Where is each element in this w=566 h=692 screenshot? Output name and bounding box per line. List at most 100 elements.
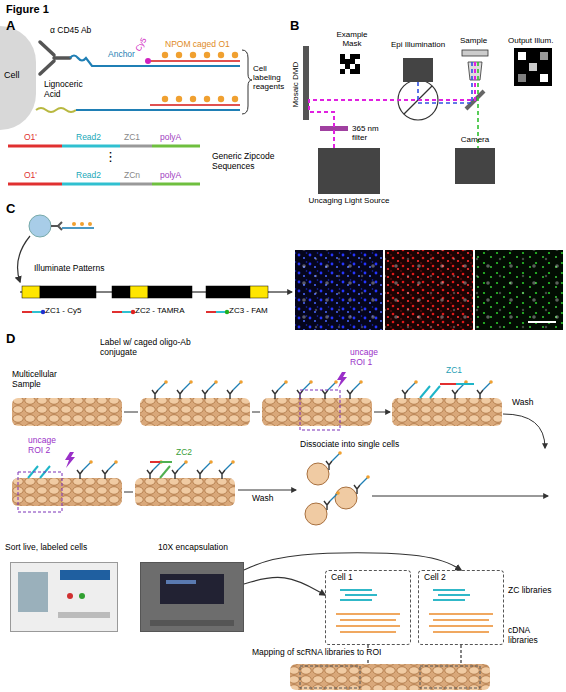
panel-a-art [232, 96, 238, 102]
panel-c-art [72, 222, 76, 226]
lamp-box: Epi Illumination [403, 58, 433, 82]
sample-label: Multicellular Sample [12, 370, 72, 390]
panel-a-art [8, 183, 62, 186]
panel-b-art [340, 54, 360, 74]
step-label: Illuminate Patterns [34, 264, 104, 274]
panel-d-art [420, 666, 480, 688]
panel-a-art [218, 52, 224, 58]
panel-a-art [40, 42, 70, 74]
panel-a-art [120, 145, 152, 148]
panel-c-art [112, 286, 130, 298]
panel-d-art [340, 631, 396, 633]
panel-c-art [18, 236, 30, 282]
panel-letter: D [6, 332, 15, 347]
panel-b-art [540, 74, 548, 82]
node-text: Cell 2 [424, 573, 446, 583]
tissue-box: Mapping of scRNA libraries to ROI [290, 664, 490, 690]
panel-a-art [204, 52, 210, 58]
part-label: 365 nm filter [352, 124, 392, 142]
panel-c-art [528, 321, 556, 323]
panel-a-art [145, 58, 151, 64]
panel-d-art [337, 372, 347, 388]
panel-c-art [130, 286, 148, 298]
antibody-label: α CD45 Ab [50, 26, 91, 36]
panel-b-art [540, 52, 548, 60]
part-label: Sample [460, 36, 487, 45]
panel-c-art [385, 250, 473, 330]
node-text: 10X encapsulation [141, 543, 245, 553]
panel-d-art [150, 461, 160, 463]
panel-d-art [166, 580, 196, 584]
flow-connector [244, 577, 325, 595]
panel-c-art [51, 222, 62, 230]
panel-d-art [336, 614, 400, 632]
panel-d-art [58, 612, 110, 618]
panel-d-art [10, 372, 548, 690]
panel-a-art [232, 52, 238, 58]
panel-d-art [429, 625, 493, 627]
panel-d-art [272, 380, 288, 399]
panel-c-art [80, 222, 84, 226]
panel-d-art [433, 599, 465, 601]
node-text: Cell 1 [331, 573, 353, 583]
panel-d-art [326, 451, 342, 470]
panel-d-art [372, 496, 548, 497]
panel-d-art [152, 380, 168, 399]
node-text: Camera [445, 135, 505, 144]
segment-label: Read2 [76, 171, 101, 181]
panel-b-art [345, 54, 350, 59]
panel-a-art [120, 183, 152, 186]
panel-b-art [462, 50, 488, 56]
panel-d-art [140, 562, 244, 632]
step-label: Dissociate into single cells [300, 440, 399, 450]
panel-d-art [172, 460, 188, 479]
panel-d-art [340, 619, 396, 621]
node-text: Cell [4, 70, 20, 80]
panel-d-art [12, 398, 122, 426]
panel-d-art [429, 614, 493, 632]
lipid-label: Lignoceric Acid [44, 80, 90, 100]
step-label: uncage ROI 1 [350, 348, 390, 368]
panel-b-art [309, 62, 475, 148]
oligo-label: ZC1 [446, 366, 462, 376]
panel-d-art [10, 562, 118, 632]
panel-c-art [62, 227, 94, 229]
instrument-box: 10X encapsulation [140, 562, 244, 632]
panel-d-art [433, 590, 470, 600]
panel-a-art [62, 183, 120, 186]
panel-d-art [345, 594, 377, 596]
panel-d-art [336, 625, 400, 627]
node-text: Epi Illumination [378, 40, 458, 49]
panel-d-art [340, 590, 377, 600]
panel-d-art [102, 460, 118, 479]
panel-c-art [22, 311, 32, 313]
library-label: ZC libraries [508, 586, 560, 596]
part-label: Example Mask [330, 30, 374, 48]
panel-b-art [340, 54, 360, 74]
segment-label: O1' [24, 171, 37, 181]
panel-c-art [216, 311, 226, 313]
panel-c-art [40, 286, 96, 298]
panel-b-art [529, 63, 537, 71]
panel-d-art [77, 460, 93, 479]
panel-b-art [340, 54, 360, 74]
panel-a-art [204, 96, 210, 102]
panel-a-art [162, 52, 238, 58]
panel-d-art [429, 613, 493, 615]
segment-label: Read2 [76, 133, 101, 143]
panel-d-art [219, 460, 235, 479]
panel-b-art [340, 64, 345, 69]
library-label: cDNA libraries [508, 626, 560, 646]
panel-d-art [503, 414, 545, 448]
panel-d-art [160, 461, 172, 463]
panel-d-art [307, 463, 329, 485]
panel-c-art [88, 222, 92, 226]
panel-d-art [18, 472, 62, 512]
panel-d-art [124, 412, 390, 413]
panel-a-art [8, 183, 200, 186]
panel-d-art [60, 570, 110, 580]
ellipsis-mark: ⋮ [104, 150, 117, 165]
panel-c-art [385, 250, 473, 330]
